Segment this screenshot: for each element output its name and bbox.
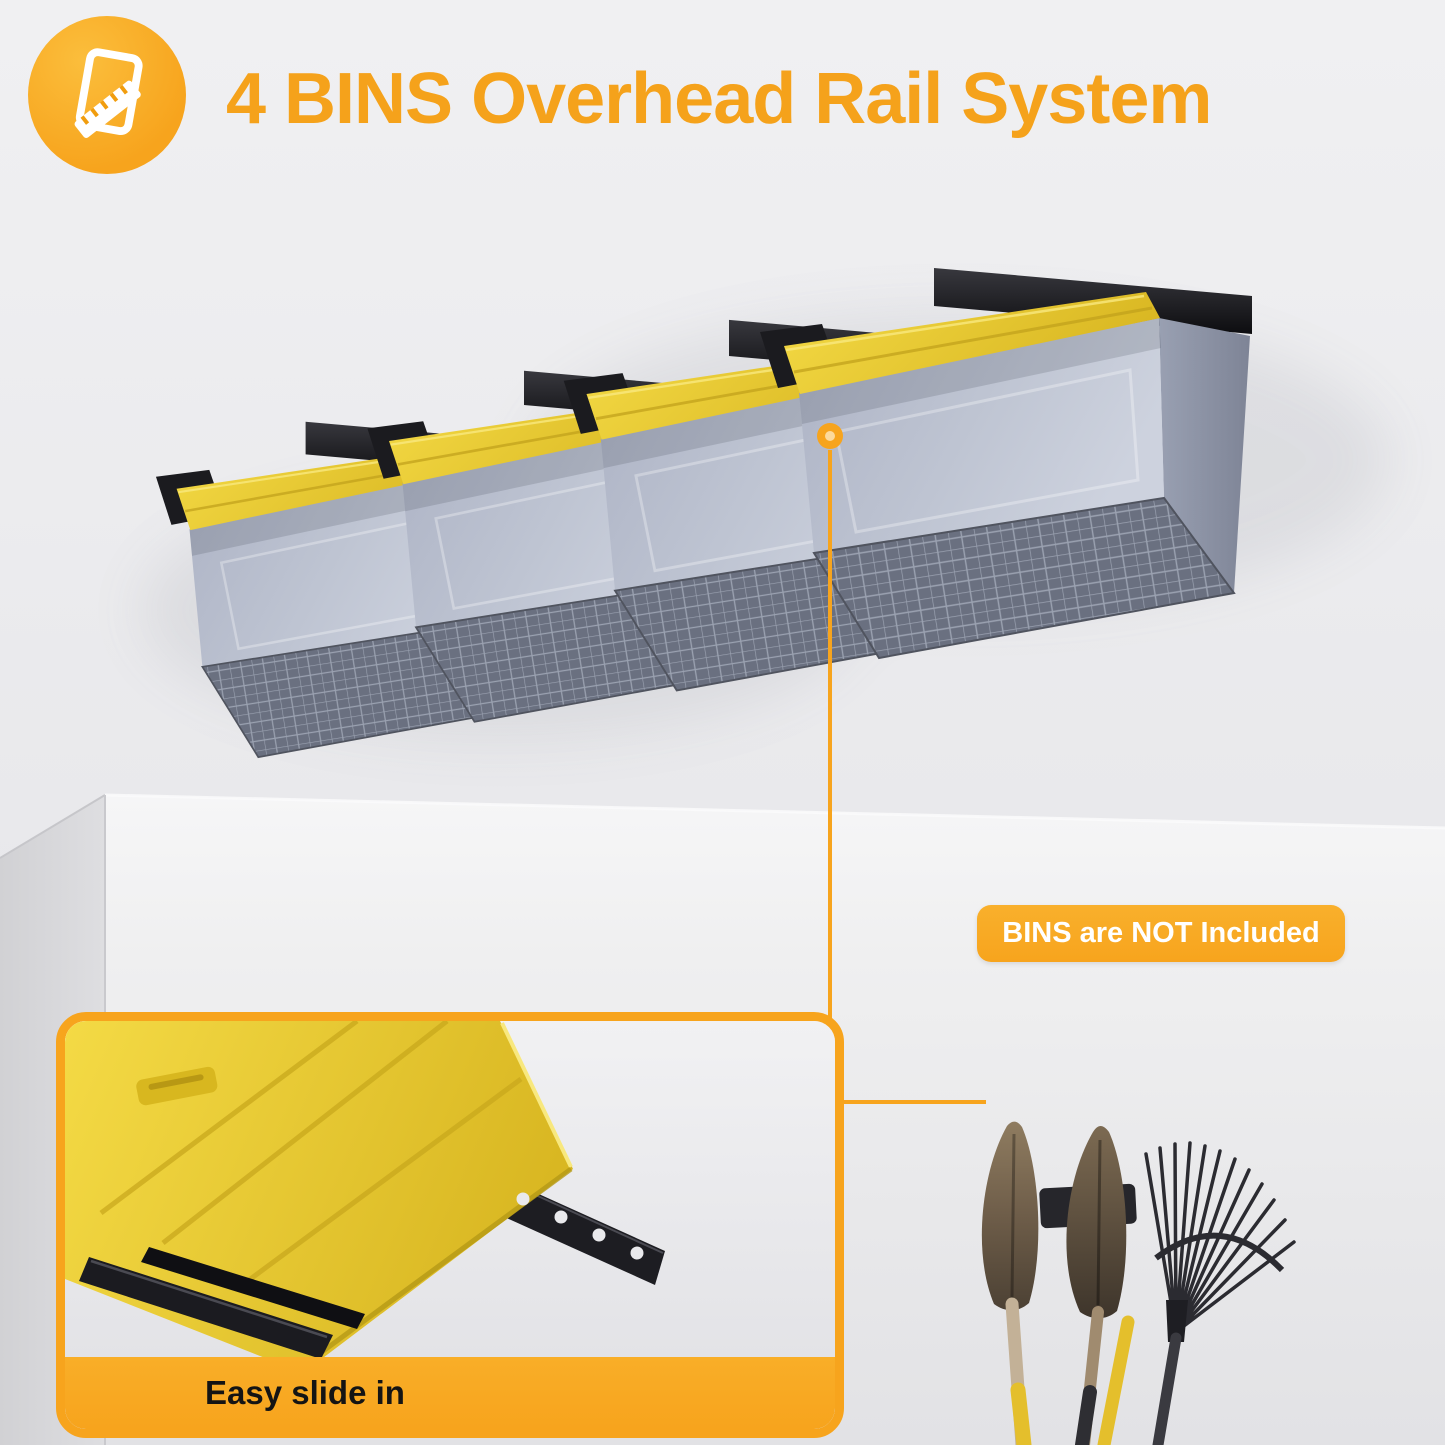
rake-collar [1166, 1300, 1188, 1342]
rake [1144, 1141, 1296, 1445]
lid-latch [136, 1066, 218, 1106]
page-title: 4 BINS Overhead Rail System [226, 59, 1212, 139]
bins-not-included-label: BINS are NOT Included [977, 905, 1345, 962]
ceiling-wall-edge [104, 793, 1445, 830]
blade-crease [1010, 1133, 1016, 1299]
header-badge [28, 16, 186, 174]
slide-in-detail-card: Easy slide in [56, 1012, 844, 1438]
ceiling-corner-edge [0, 794, 106, 859]
garden-tools [981, 1121, 1296, 1445]
ruler-board-icon [74, 48, 143, 138]
shovel-2 [1066, 1126, 1127, 1445]
shovel-blade [1066, 1126, 1127, 1319]
rake-handle [1152, 1332, 1182, 1445]
ceiling-rail-flange [141, 1247, 365, 1329]
bins-not-included-text: BINS are NOT Included [1002, 917, 1320, 949]
lid-closeup [65, 1021, 573, 1373]
lid-edge-highlight [500, 1022, 573, 1168]
rake-brace [1154, 1232, 1285, 1273]
ceiling-rail-edge [90, 1259, 328, 1339]
ceiling-rail [79, 1257, 333, 1359]
blade-crease [1096, 1139, 1102, 1306]
callout-dot-center [825, 431, 835, 441]
shovel-grip [1010, 1382, 1032, 1445]
yellow-tool-handle [1097, 1315, 1135, 1445]
bracket-holes [516, 1192, 644, 1260]
inset-caption-bar: Easy slide in [65, 1357, 835, 1429]
inset-caption-text: Easy slide in [205, 1374, 405, 1411]
shovel-grip [1075, 1385, 1097, 1445]
shovel-blade [981, 1121, 1039, 1311]
lid-grooves [99, 1021, 523, 1286]
shovel-1 [981, 1121, 1039, 1445]
